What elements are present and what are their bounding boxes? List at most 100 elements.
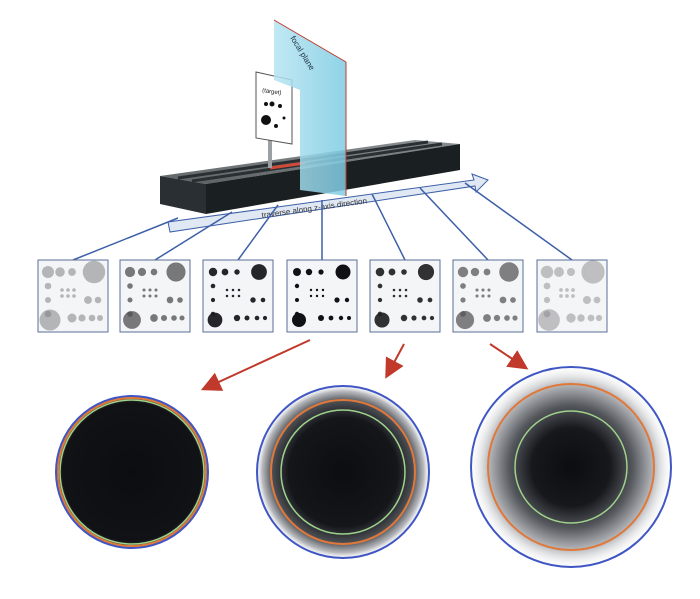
thumbnail-spot bbox=[221, 268, 229, 276]
thumbnail-spot bbox=[250, 297, 256, 303]
thumbnail-row bbox=[37, 259, 608, 333]
thumbnail-spot bbox=[244, 315, 250, 321]
thumbnail-spot bbox=[160, 314, 168, 322]
thumbnail-spot bbox=[460, 283, 466, 289]
thumbnail-spot bbox=[318, 269, 324, 275]
thumbnail-spot bbox=[42, 266, 54, 278]
thumbnail-spot bbox=[234, 269, 240, 275]
thumbnail-spot bbox=[487, 294, 491, 298]
red-arrows bbox=[200, 339, 529, 391]
thumbnail-spot bbox=[493, 314, 501, 322]
thumbnail-spot bbox=[78, 314, 86, 322]
thumbnail-spot bbox=[411, 315, 417, 321]
ring-green bbox=[280, 409, 406, 535]
thumbnail-spot bbox=[262, 315, 268, 321]
connector-line bbox=[154, 211, 233, 261]
connector-line bbox=[464, 182, 573, 261]
thumbnail-spot bbox=[582, 295, 592, 305]
spot-sharp-disc bbox=[55, 395, 209, 549]
thumbnail-spot bbox=[44, 282, 52, 290]
thumbnail-spot bbox=[487, 288, 491, 292]
thumbnail-spot bbox=[595, 314, 603, 322]
thumbnail-spot bbox=[401, 269, 407, 275]
thumbnail bbox=[37, 259, 109, 333]
thumbnail-spot bbox=[321, 288, 325, 292]
thumbnail-spot bbox=[293, 268, 301, 276]
thumbnail-spot bbox=[481, 294, 485, 298]
thumbnail-spot bbox=[295, 298, 299, 302]
thumbnail-spot bbox=[66, 294, 70, 298]
thumbnail-spot bbox=[142, 294, 146, 298]
thumbnail bbox=[286, 259, 358, 333]
thumbnail-spot bbox=[137, 267, 147, 277]
ring-orange bbox=[270, 399, 416, 545]
thumbnail-spot bbox=[208, 267, 218, 277]
thumbnail-spot bbox=[475, 294, 479, 298]
focal-plane-edge bbox=[273, 19, 347, 63]
thumbnail-spot bbox=[429, 315, 435, 321]
thumbnail-spot bbox=[225, 288, 229, 292]
thumbnail-spot bbox=[504, 315, 510, 321]
thumbnail-spot bbox=[457, 266, 469, 278]
thumbnail-spot bbox=[499, 296, 507, 304]
thumbnail-spot bbox=[66, 288, 70, 292]
thumbnail-spot bbox=[60, 288, 64, 292]
thumbnail-spot bbox=[593, 296, 601, 304]
target-dot bbox=[261, 115, 271, 125]
thumbnail-spot bbox=[571, 288, 575, 292]
thumbnail-spot bbox=[388, 268, 396, 276]
thumbnail-spot bbox=[292, 313, 306, 327]
ring-orange bbox=[57, 397, 207, 547]
ring-green bbox=[514, 410, 628, 524]
thumbnail-spot bbox=[124, 266, 136, 278]
thumbnail-spot bbox=[481, 288, 485, 292]
thumbnail-spot bbox=[398, 288, 402, 292]
ring-blue bbox=[470, 366, 672, 568]
ring-green bbox=[59, 399, 205, 545]
thumbnail-spot bbox=[309, 294, 313, 298]
thumbnail-spot bbox=[72, 288, 76, 292]
red-arrow-right bbox=[489, 343, 529, 370]
thumbnail-spot bbox=[377, 297, 383, 303]
thumbnail-spot bbox=[97, 315, 103, 321]
thumbnail-spot bbox=[475, 288, 479, 292]
thumbnail-spot bbox=[577, 314, 585, 322]
thumbnail-spot bbox=[392, 288, 396, 292]
thumbnail-spot bbox=[335, 264, 351, 280]
thumbnail-spot bbox=[543, 296, 551, 304]
thumbnail-spot bbox=[305, 268, 313, 276]
thumbnail-spot bbox=[344, 297, 350, 303]
thumbnail-spot bbox=[88, 314, 96, 322]
thumbnail-spot bbox=[565, 294, 569, 298]
thumbnail-spot bbox=[334, 297, 340, 303]
thumbnail-spot bbox=[72, 294, 76, 298]
thumbnail-spot bbox=[315, 288, 319, 292]
thumbnail bbox=[452, 259, 524, 333]
thumbnail-spot bbox=[581, 260, 605, 284]
target-dot bbox=[278, 104, 282, 108]
target-dot bbox=[264, 102, 268, 106]
thumbnail-spot bbox=[417, 263, 435, 281]
thumbnail-spot bbox=[123, 311, 141, 329]
thumbnail-spot bbox=[39, 309, 61, 331]
red-arrow-left bbox=[200, 339, 311, 391]
thumbnail-spot bbox=[510, 297, 516, 303]
spot-blur-disc bbox=[468, 364, 674, 570]
thumbnail-spot bbox=[254, 315, 260, 321]
target-dot bbox=[269, 101, 275, 107]
thumbnail-spot bbox=[377, 283, 383, 289]
thumbnail-spot bbox=[171, 315, 177, 321]
thumbnail-spot bbox=[347, 316, 351, 320]
thumbnail-spot bbox=[427, 297, 433, 303]
thumbnail-spot bbox=[166, 262, 186, 282]
thumbnail-spot bbox=[166, 296, 174, 304]
thumbnail bbox=[536, 259, 608, 333]
thumbnail-spot bbox=[392, 294, 396, 298]
thumbnail-spot bbox=[154, 294, 158, 298]
thumbnail-spot bbox=[483, 314, 491, 322]
spot-blur bbox=[468, 364, 674, 570]
thumbnail-spot bbox=[321, 294, 325, 298]
focal-plane: focal plane bbox=[273, 19, 347, 196]
thumbnail-spot bbox=[470, 267, 480, 277]
